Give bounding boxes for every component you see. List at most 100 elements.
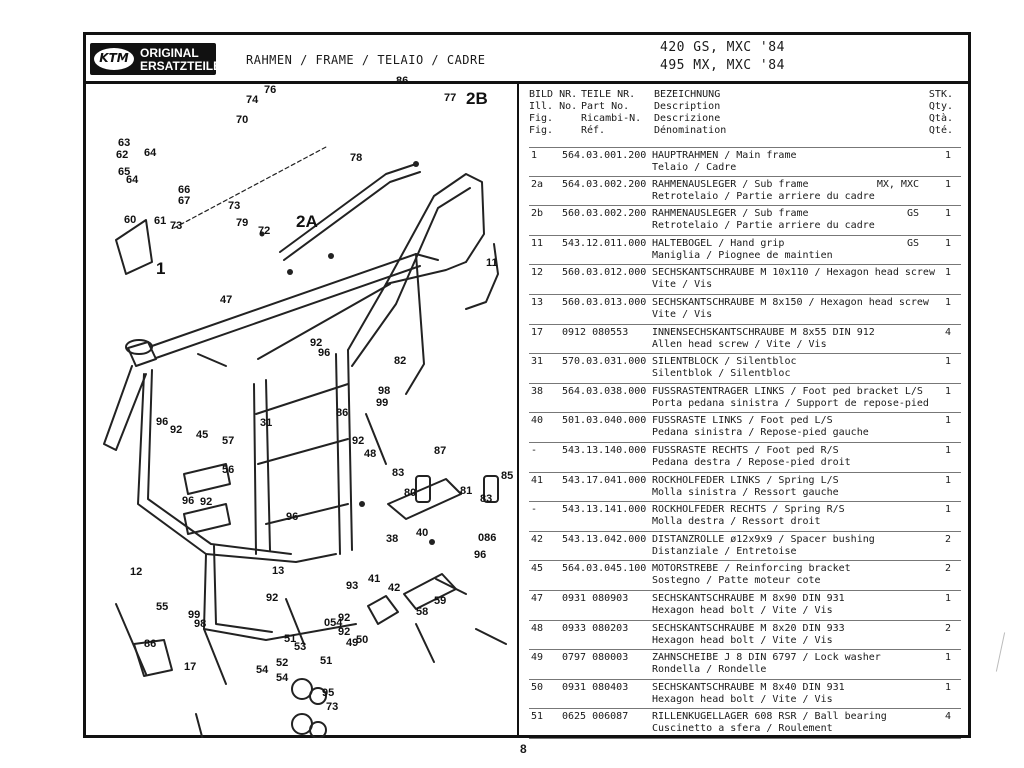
description-line-1: FUSSRASTE LINKS / Foot ped L/S [652, 415, 833, 427]
description-line-2: Pedana destra / Repose-pied droit [652, 456, 851, 468]
part-number-cell: 543.12.011.000 [562, 237, 647, 249]
part-callout: 99 [376, 397, 389, 409]
description-line-1: ROCKHOLFEDER LINKS / Spring L/S [652, 474, 839, 486]
part-callout: 92 [170, 424, 183, 436]
part-callout: 73 [170, 220, 183, 232]
part-callout: 38 [386, 533, 399, 545]
part-number-cell: 560.03.012.000 [562, 267, 647, 279]
col-header-fig-fr: Fig. [529, 125, 554, 136]
part-callout: 99 [188, 609, 201, 621]
col-header-part: TEILE NR. Part No. Ricambi-N. Réf. [581, 89, 641, 137]
part-callout: 54 [256, 664, 269, 676]
page-title: RAHMEN / FRAME / TELAIO / CADRE [246, 53, 486, 67]
fig-cell: - [531, 444, 538, 456]
qty-cell: 4 [944, 326, 951, 338]
col-header-qty-it: Qtà. [928, 113, 953, 124]
part-callout: 56 [222, 464, 235, 476]
part-callout: 66 [178, 184, 191, 196]
part-callout: 92 [338, 626, 351, 638]
part-callout: 17 [184, 661, 197, 673]
description-line-1: DISTANZROLLE ø12x9x9 / Spacer bushing [652, 533, 875, 545]
part-callout: 92 [310, 337, 323, 349]
part-callout: 1 [156, 259, 166, 278]
col-header-qty-en: Qty. [928, 101, 953, 112]
part-callout: 83 [480, 493, 493, 505]
description-line-2: Maniglia / Piognee de maintien [652, 249, 833, 261]
part-number-cell: 570.03.031.000 [562, 356, 647, 368]
description-line-2: Hexagon head bolt / Vite / Vis [652, 693, 833, 705]
part-callout: 96 [182, 495, 195, 507]
description-line-1: INNENSECHSKANTSCHRAUBE M 8x55 DIN 912 [652, 326, 875, 338]
col-header-fig: BILD NR. Ill. No. Fig. Fig. [529, 89, 577, 137]
part-number-cell: 543.13.042.000 [562, 533, 647, 545]
part-callout: 78 [350, 152, 363, 164]
part-callout: 80 [404, 487, 417, 499]
description-line-1: ZAHNSCHEIBE J 8 DIN 6797 / Lock washer [652, 652, 881, 664]
part-number-cell: 564.03.045.100 [562, 563, 647, 575]
part-callout: 62 [116, 149, 129, 161]
col-header-part-fr: Réf. [581, 125, 606, 136]
part-number-cell: 564.03.002.200 [562, 178, 647, 190]
col-header-qty-de: STK. [928, 89, 953, 100]
description-line-1: SECHSKANTSCHRAUBE M 8x90 DIN 931 [652, 592, 845, 604]
part-number-cell: 0912 080553 [562, 326, 629, 338]
part-callout: 47 [220, 294, 233, 306]
fig-cell: 17 [531, 326, 544, 338]
part-callout: 59 [434, 595, 447, 607]
logo-text-original: ORIGINAL [140, 46, 199, 60]
qty-cell: 2 [944, 622, 951, 634]
part-callout: 83 [392, 467, 405, 479]
qty-cell: 1 [944, 150, 951, 161]
description-line-2: Porta pedana sinistra / Support de repos… [652, 397, 929, 409]
part-number-cell: 0931 080903 [562, 592, 629, 604]
fig-cell: 38 [531, 385, 544, 397]
qty-cell: 2 [944, 563, 951, 575]
description-line-2: Vite / Vis [652, 308, 713, 320]
qty-cell: 1 [944, 296, 951, 308]
part-callout: 98 [194, 618, 207, 630]
description-line-1: MOTORSTREBE / Reinforcing bracket [652, 563, 851, 575]
fig-cell: 11 [531, 237, 544, 249]
description-line-2: Pedana sinistra / Repose-pied gauche [652, 427, 869, 439]
col-header-desc-it: Descrizione [654, 113, 721, 124]
part-number-cell: 543.13.140.000 [562, 444, 647, 456]
part-callout: 45 [196, 429, 209, 441]
description-line-1: SECHSKANTSCHRAUBE M 10x110 / Hexagon hea… [652, 267, 935, 279]
part-number-cell: 0797 080003 [562, 652, 629, 664]
part-callout: 13 [272, 565, 285, 577]
part-number-cell: 564.03.001.200 [562, 150, 647, 161]
fig-cell: 50 [531, 681, 544, 693]
part-callout: 51 [284, 633, 297, 645]
qty-cell: 1 [944, 652, 951, 664]
fig-cell: - [531, 504, 538, 516]
part-number-cell: 560.03.013.000 [562, 296, 647, 308]
variant-cell: GS [906, 208, 919, 220]
part-callout: 11 [486, 257, 498, 269]
description-line-2: Distanziale / Entretoise [652, 545, 797, 557]
description-line-1: FUSSRASTE RECHTS / Foot ped R/S [652, 444, 839, 456]
part-callout: 92 [266, 592, 279, 604]
table-row: - 543.13.140.000 FUSSRASTE RECHTS / Foot p… [529, 443, 961, 473]
part-callout: 87 [434, 445, 447, 457]
col-header-qty-fr: Qté. [928, 125, 953, 136]
ktm-logo-mark: KTM [99, 51, 129, 65]
variant-cell: MX, MXC [876, 178, 919, 190]
qty-cell: 1 [944, 444, 951, 456]
fig-cell: 48 [531, 622, 544, 634]
part-callout: 52 [276, 657, 289, 669]
description-line-2: Sostegno / Patte moteur cote [652, 575, 821, 587]
description-line-2: Cuscinetto a sfera / Roulement [652, 723, 833, 735]
part-callout: 12 [130, 566, 143, 578]
frame-drawing [103, 146, 507, 738]
part-callout: 86 [144, 638, 157, 650]
description-line-2: Molla destra / Ressort droit [652, 516, 821, 528]
fig-cell: 2b [531, 208, 544, 220]
part-number-cell: 543.17.041.000 [562, 474, 647, 486]
